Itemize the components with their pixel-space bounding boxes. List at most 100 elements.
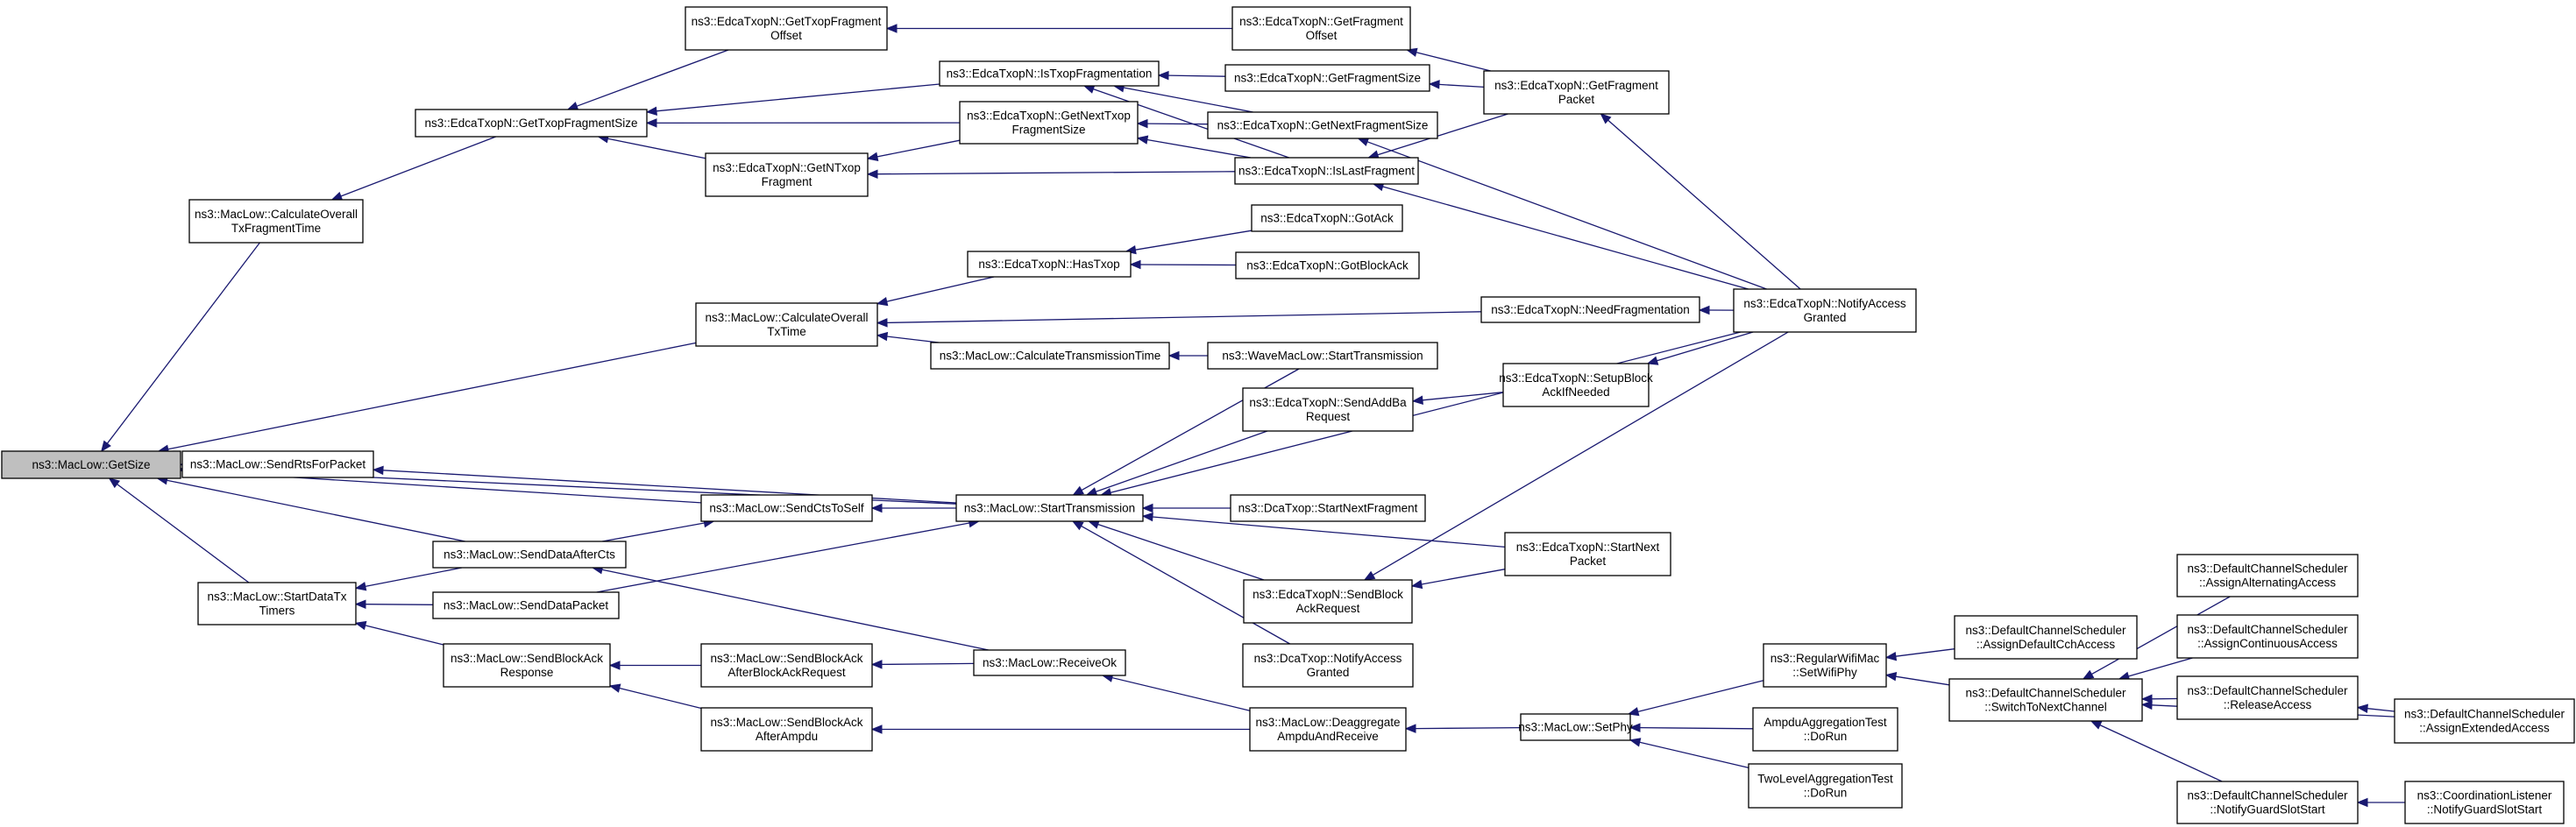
function-node-assign-alternating[interactable]: ns3::DefaultChannelScheduler::AssignAlte… — [2176, 554, 2359, 597]
function-node-start-trans[interactable]: ns3::MacLow::StartTransmission — [955, 494, 1144, 522]
function-node-assign-extended[interactable]: ns3::DefaultChannelScheduler::AssignExte… — [2394, 698, 2575, 744]
function-node-get-frag-size[interactable]: ns3::EdcaTxopN::GetFragmentSize — [1224, 64, 1430, 92]
call-edge — [870, 725, 1250, 734]
function-node-is-last-frag[interactable]: ns3::EdcaTxopN::IsLastFragment — [1234, 157, 1419, 185]
node-label: ns3::EdcaTxopN::SendAddBa — [1249, 396, 1407, 409]
function-node-send-data-packet[interactable]: ns3::MacLow::SendDataPacket — [432, 591, 620, 619]
node-box — [1243, 579, 1413, 624]
call-edge — [1136, 118, 1209, 129]
edge-line — [1093, 88, 1289, 159]
function-node-release-access[interactable]: ns3::DefaultChannelScheduler::ReleaseAcc… — [2176, 675, 2359, 720]
call-edge — [1428, 80, 1485, 89]
call-edge — [2356, 703, 2395, 713]
node-label: ns3::RegularWifiMac — [1771, 652, 1880, 665]
call-edge — [1627, 680, 1764, 717]
edge-arrowhead — [1411, 395, 1423, 405]
call-edge — [1157, 70, 1226, 81]
function-node-calc-overall-frag[interactable]: ns3::MacLow::CalculateOverallTxFragmentT… — [188, 199, 364, 244]
function-node-ampdu-test[interactable]: AmpduAggregationTest::DoRun — [1752, 707, 1898, 752]
edge-line — [1895, 648, 1955, 657]
node-label: Granted — [1307, 666, 1350, 679]
node-box — [1249, 707, 1407, 752]
call-edge — [1629, 738, 1749, 769]
call-edge — [1600, 113, 1801, 290]
call-edge — [870, 503, 956, 513]
node-label: Offset — [770, 29, 802, 42]
edge-arrowhead — [2140, 700, 2153, 710]
call-edge — [1884, 672, 1950, 686]
function-node-send-data-after-cts[interactable]: ns3::MacLow::SendDataAfterCts — [432, 541, 627, 569]
function-node-regular-wifi-set-phy[interactable]: ns3::RegularWifiMac::SetWifiPhy — [1763, 643, 1887, 688]
function-node-assign-continuous[interactable]: ns3::DefaultChannelScheduler::AssignCont… — [2176, 614, 2359, 659]
edge-line — [1366, 141, 1767, 290]
node-label: ns3::EdcaTxopN::GetNextFragmentSize — [1217, 119, 1429, 132]
function-node-send-cts-self[interactable]: ns3::MacLow::SendCtsToSelf — [700, 494, 873, 522]
call-edge — [2140, 694, 2178, 704]
function-node-receive-ok[interactable]: ns3::MacLow::ReceiveOk — [973, 649, 1126, 676]
edge-arrowhead — [1129, 259, 1141, 270]
node-label: ns3::EdcaTxopN::NotifyAccess — [1743, 297, 1906, 310]
node-label: AfterAmpdu — [756, 730, 818, 743]
node-box — [432, 541, 627, 569]
edge-arrowhead — [1157, 70, 1169, 81]
function-node-get-txop-frag-size[interactable]: ns3::EdcaTxopN::GetTxopFragmentSize — [415, 109, 648, 138]
function-node-two-level-test[interactable]: TwoLevelAggregationTest::DoRun — [1748, 763, 1903, 809]
edge-arrowhead — [1600, 113, 1612, 124]
edge-arrowhead — [608, 661, 621, 670]
function-node-got-block-ack[interactable]: ns3::EdcaTxopN::GotBlockAck — [1235, 251, 1420, 279]
function-node-dca-next-frag[interactable]: ns3::DcaTxop::StartNextFragment — [1230, 494, 1426, 522]
node-label: TxFragmentTime — [231, 222, 321, 235]
function-node-calc-trans-time[interactable]: ns3::MacLow::CalculateTransmissionTime — [930, 342, 1170, 370]
call-edge — [156, 476, 465, 542]
call-edge — [101, 242, 260, 453]
node-label: ns3::WaveMacLow::StartTransmission — [1222, 350, 1423, 363]
node-label: AfterBlockAckRequest — [727, 666, 846, 679]
function-node-send-rts[interactable]: ns3::MacLow::SendRtsForPacket — [181, 450, 374, 478]
function-node-wave-start-trans[interactable]: ns3::WaveMacLow::StartTransmission — [1207, 342, 1438, 370]
edge-arrowhead — [1884, 652, 1898, 661]
function-node-set-phy[interactable]: ns3::MacLow::SetPhy — [1518, 713, 1633, 741]
edge-arrowhead — [1884, 672, 1898, 682]
node-box — [1234, 157, 1419, 185]
call-edge — [157, 342, 697, 454]
node-box — [1483, 70, 1670, 115]
function-node-is-txop-frag[interactable]: ns3::EdcaTxopN::IsTxopFragmentation — [939, 60, 1160, 87]
node-box — [700, 707, 873, 752]
function-node-need-frag[interactable]: ns3::EdcaTxopN::NeedFragmentation — [1480, 296, 1700, 323]
call-edge — [1167, 350, 1208, 361]
function-node-coord-notify-guard[interactable]: ns3::CoordinationListener::NotifyGuardSl… — [2404, 781, 2565, 824]
function-node-assign-default-cch[interactable]: ns3::DefaultChannelScheduler::AssignDefa… — [1954, 615, 2138, 660]
function-node-has-txop[interactable]: ns3::EdcaTxopN::HasTxop — [967, 251, 1132, 278]
node-label: ns3::EdcaTxopN::GetTxopFragment — [692, 15, 882, 28]
function-node-switch-next-channel[interactable]: ns3::DefaultChannelScheduler::SwitchToNe… — [1948, 678, 2143, 722]
edge-arrowhead — [354, 582, 367, 591]
edge-arrowhead — [1428, 80, 1440, 89]
node-box — [1763, 643, 1887, 688]
function-node-getsize[interactable]: ns3::MacLow::GetSize — [1, 450, 181, 479]
function-node-got-ack[interactable]: ns3::EdcaTxopN::GotAck — [1251, 204, 1403, 232]
function-node-send-ba-after-bar[interactable]: ns3::MacLow::SendBlockAckAfterBlockAckRe… — [700, 643, 873, 688]
edge-line — [1110, 331, 1742, 493]
node-label: ns3::CoordinationListener — [2417, 789, 2552, 802]
function-node-notify-guard-slot[interactable]: ns3::DefaultChannelScheduler::NotifyGuar… — [2176, 781, 2359, 824]
function-node-get-next-frag-size[interactable]: ns3::EdcaTxopN::GetNextFragmentSize — [1207, 111, 1438, 139]
edge-line — [576, 49, 729, 107]
node-label: AmpduAggregationTest — [1763, 716, 1887, 729]
